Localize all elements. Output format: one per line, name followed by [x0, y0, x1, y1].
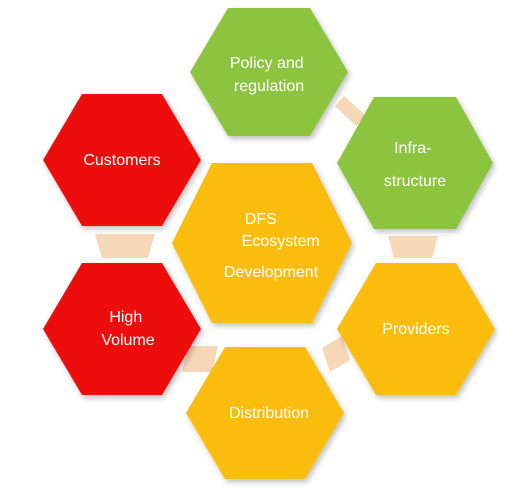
- label-infrastructure: Infra- structure: [384, 140, 446, 190]
- label-providers: Providers: [382, 321, 450, 338]
- label-dfs-ecosystem-development: DFS Ecosystem Development: [224, 211, 324, 281]
- label-high-volume: High Volume: [101, 309, 154, 349]
- connector-policy-infrastructure: [335, 96, 366, 126]
- hexagon-distribution: [186, 347, 344, 479]
- hexagon-policy-and-regulation: [190, 8, 348, 136]
- label-customers: Customers: [83, 152, 160, 169]
- label-distribution: Distribution: [229, 405, 309, 422]
- connector-distribution-providers: [322, 336, 350, 372]
- hexagon-high-volume: [43, 263, 201, 395]
- hexagon-customers: [43, 94, 201, 226]
- hexagon-infrastructure: [337, 97, 493, 229]
- hexagon-dfs-ecosystem-development: [172, 163, 352, 323]
- hexagon-providers: [337, 263, 495, 395]
- connector-customers-high-volume: [95, 234, 155, 258]
- connector-infrastructure-providers: [388, 236, 438, 258]
- connector-high-volume-distribution: [182, 346, 218, 372]
- label-policy-and-regulation: Policy and regulation: [230, 55, 308, 95]
- connectors: [95, 96, 438, 372]
